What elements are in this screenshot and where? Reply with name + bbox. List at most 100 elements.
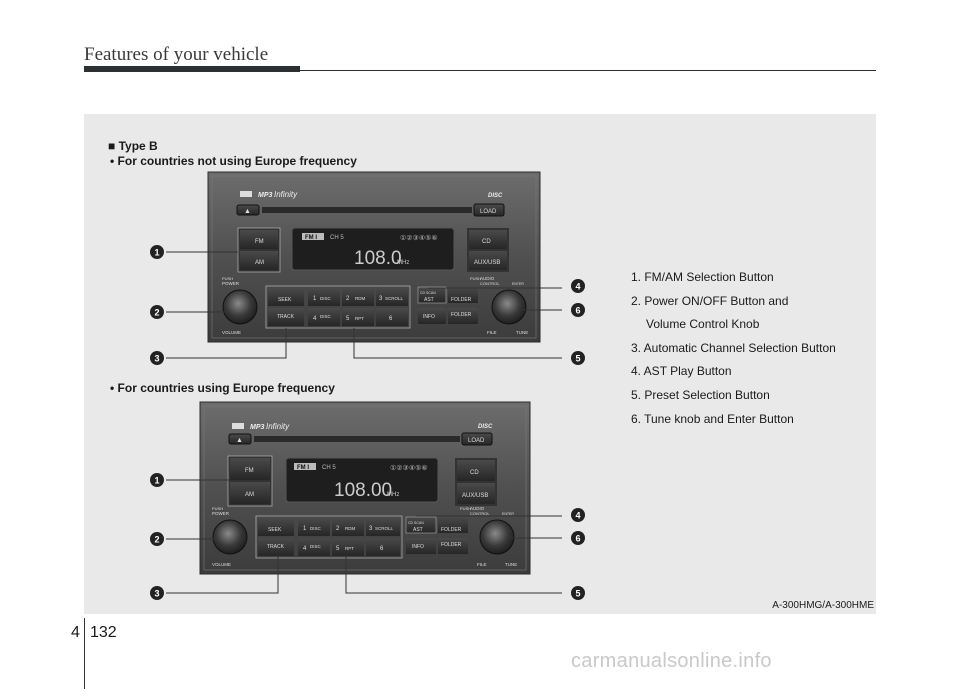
folder-down-button[interactable] (448, 308, 478, 324)
callout-6-top-label: 6 (576, 306, 581, 316)
eject-button[interactable] (228, 433, 252, 445)
callout-3-top-label: 3 (155, 354, 160, 364)
power-label: POWER (222, 281, 240, 286)
cd-button[interactable] (469, 230, 507, 249)
load-button[interactable] (461, 432, 493, 446)
seek-button[interactable] (268, 288, 304, 306)
cd-label: CD (470, 470, 479, 476)
seek-label: SEEK (278, 297, 292, 303)
cd-button[interactable] (457, 460, 495, 481)
preset-6-label: 6 (389, 316, 393, 322)
disc-up-label: DISC (310, 526, 322, 531)
frequency-readout: 108.00 (334, 480, 392, 501)
folder-up-button[interactable] (438, 517, 468, 533)
folder-up-button[interactable] (448, 287, 478, 303)
audio-label: AUDIO (470, 506, 485, 511)
info-label: INFO (412, 544, 424, 550)
load-button[interactable] (473, 203, 505, 217)
folder-down-label: FOLDER (441, 542, 462, 548)
callouts-top: 1 2 3 4 5 6 (150, 245, 585, 365)
aux-usb-button[interactable] (457, 483, 495, 504)
preset-6-button[interactable] (376, 308, 408, 326)
load-label: LOAD (468, 438, 485, 444)
preset-5-button[interactable] (342, 308, 374, 326)
audio-label: AUDIO (480, 276, 495, 281)
callout-5-top (571, 351, 585, 365)
volume-knob[interactable] (222, 289, 258, 325)
preset-1-button[interactable] (298, 518, 330, 536)
preset-4-button[interactable] (308, 308, 340, 326)
push-audio-label: PUSH (470, 276, 481, 281)
header-rule (300, 70, 876, 71)
am-label: AM (245, 492, 254, 498)
page-number: 132 (90, 624, 117, 641)
aux-usb-button[interactable] (469, 251, 507, 270)
disc-up-label: DISC (320, 296, 332, 301)
preset-6-button[interactable] (366, 538, 400, 556)
preset-5-label: 5 (336, 546, 340, 552)
load-label: LOAD (480, 209, 497, 215)
cd-slot (262, 207, 472, 213)
tune-label: TUNE (516, 330, 528, 335)
preset-3-label: 3 (379, 296, 383, 302)
fm-button[interactable] (240, 230, 278, 249)
display-screen (291, 227, 455, 271)
legend-item-1: 1. FM/AM Selection Button (631, 270, 774, 284)
preset-1-button[interactable] (308, 288, 340, 306)
ast-button[interactable] (417, 286, 447, 304)
eject-button[interactable] (236, 204, 260, 216)
preset-3-label: 3 (369, 526, 373, 532)
legend-item-2-cont: Volume Control Knob (646, 317, 760, 332)
push-label: PUSH (212, 506, 223, 511)
channel-indicator: CH 5 (322, 465, 336, 471)
eject-icon: ▲ (236, 437, 243, 444)
folder-down-label: FOLDER (451, 312, 472, 318)
fm-button[interactable] (230, 458, 270, 480)
preset-3-button[interactable] (366, 518, 400, 536)
rdm-label: RDM (355, 296, 365, 301)
ast-button[interactable] (405, 516, 437, 534)
info-button[interactable] (418, 308, 446, 324)
preset-2-button[interactable] (332, 518, 364, 536)
callout-lines-bottom (166, 479, 562, 594)
rpt-label: RPT (355, 316, 364, 321)
am-button[interactable] (230, 482, 270, 504)
track-button[interactable] (268, 308, 304, 326)
callout-5-bottom-label: 5 (576, 589, 581, 599)
preset-3-button[interactable] (376, 288, 408, 306)
eject-icon: ▲ (244, 208, 251, 215)
preset-5-label: 5 (346, 316, 350, 322)
info-label: INFO (423, 314, 435, 320)
tune-knob[interactable] (479, 519, 515, 555)
am-button[interactable] (240, 251, 278, 270)
volume-knob[interactable] (212, 519, 248, 555)
legend-item-4: 4. AST Play Button (631, 364, 732, 379)
ast-label: AST (424, 297, 434, 303)
enter-label: ENTER (502, 512, 514, 516)
header-bar (84, 66, 300, 72)
preset-1-label: 1 (313, 296, 317, 302)
page-header-title: Features of your vehicle (84, 44, 269, 65)
folder-down-button[interactable] (438, 538, 468, 554)
seek-button[interactable] (258, 518, 294, 536)
callout-6-top (571, 303, 585, 317)
info-button[interactable] (406, 538, 436, 554)
preset-2-button[interactable] (342, 288, 374, 306)
ast-label: AST (413, 527, 423, 533)
callout-6-bottom (571, 531, 585, 545)
fm-label: FM (255, 239, 264, 245)
file-label: FILE (477, 562, 487, 567)
cd-slot (254, 436, 460, 442)
preset-4-button[interactable] (298, 538, 330, 556)
callout-2-top (150, 305, 164, 319)
disc-down-label: DISC (320, 314, 332, 319)
preset-5-button[interactable] (332, 538, 364, 556)
image-code: A-300HMG/A-300HME (772, 600, 874, 611)
tune-knob[interactable] (491, 289, 527, 325)
disc-logo: DISC (488, 193, 503, 199)
callout-1-top-label: 1 (155, 248, 160, 258)
track-button[interactable] (258, 538, 294, 556)
legend-item-3: 3. Automatic Channel Selection Button (631, 340, 836, 355)
callout-3-bottom (150, 586, 164, 600)
